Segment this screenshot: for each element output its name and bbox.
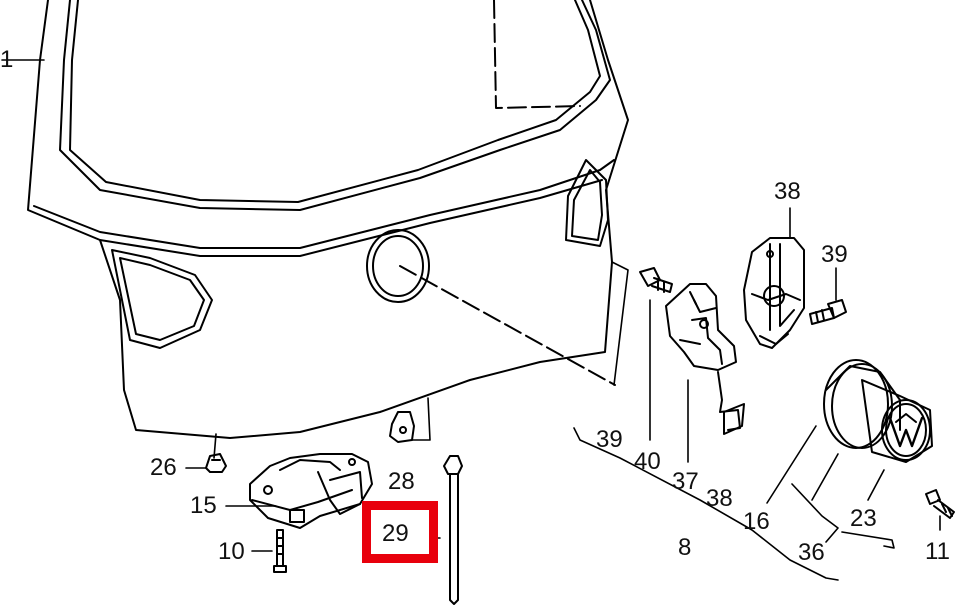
callout-8: 8 <box>678 534 692 561</box>
callout-1: 1 <box>0 46 14 73</box>
emblem-opening <box>366 229 616 386</box>
callout-23: 23 <box>850 505 877 532</box>
callout-39-lower: 39 <box>596 426 623 453</box>
callout-16: 16 <box>743 508 770 535</box>
bolt-part-10 <box>273 529 287 573</box>
emblem-housing-part-16 <box>823 359 901 449</box>
latch-part-38 <box>743 237 805 349</box>
rod-part-29 <box>443 455 463 605</box>
screw-part-39-right <box>809 299 847 325</box>
highlighted-part-29[interactable]: 29 <box>362 501 438 563</box>
lock-part-15 <box>249 453 373 529</box>
clip-part-26 <box>205 453 227 473</box>
callout-29: 29 <box>382 520 409 547</box>
left-light-recess <box>111 249 213 349</box>
callout-15: 15 <box>190 492 217 519</box>
grommet-part-28 <box>389 411 415 443</box>
callout-37: 37 <box>672 468 699 495</box>
handle-part-37 <box>665 283 745 435</box>
callout-11: 11 <box>925 538 950 565</box>
leader-lines <box>1 59 941 581</box>
tailgate-panel <box>27 0 629 439</box>
screw-part-11 <box>925 489 955 519</box>
callout-28: 28 <box>388 468 415 495</box>
emblem-badge-part-23 <box>861 379 933 463</box>
callout-38: 38 <box>774 178 801 205</box>
callout-10: 10 <box>218 538 245 565</box>
callout-39: 39 <box>821 241 848 268</box>
callout-38-lower: 38 <box>706 485 733 512</box>
callout-36: 36 <box>798 539 825 566</box>
screw-part-39-left <box>639 267 673 293</box>
callout-40: 40 <box>634 448 661 475</box>
right-light-recess <box>565 159 609 247</box>
callout-26: 26 <box>150 454 177 481</box>
